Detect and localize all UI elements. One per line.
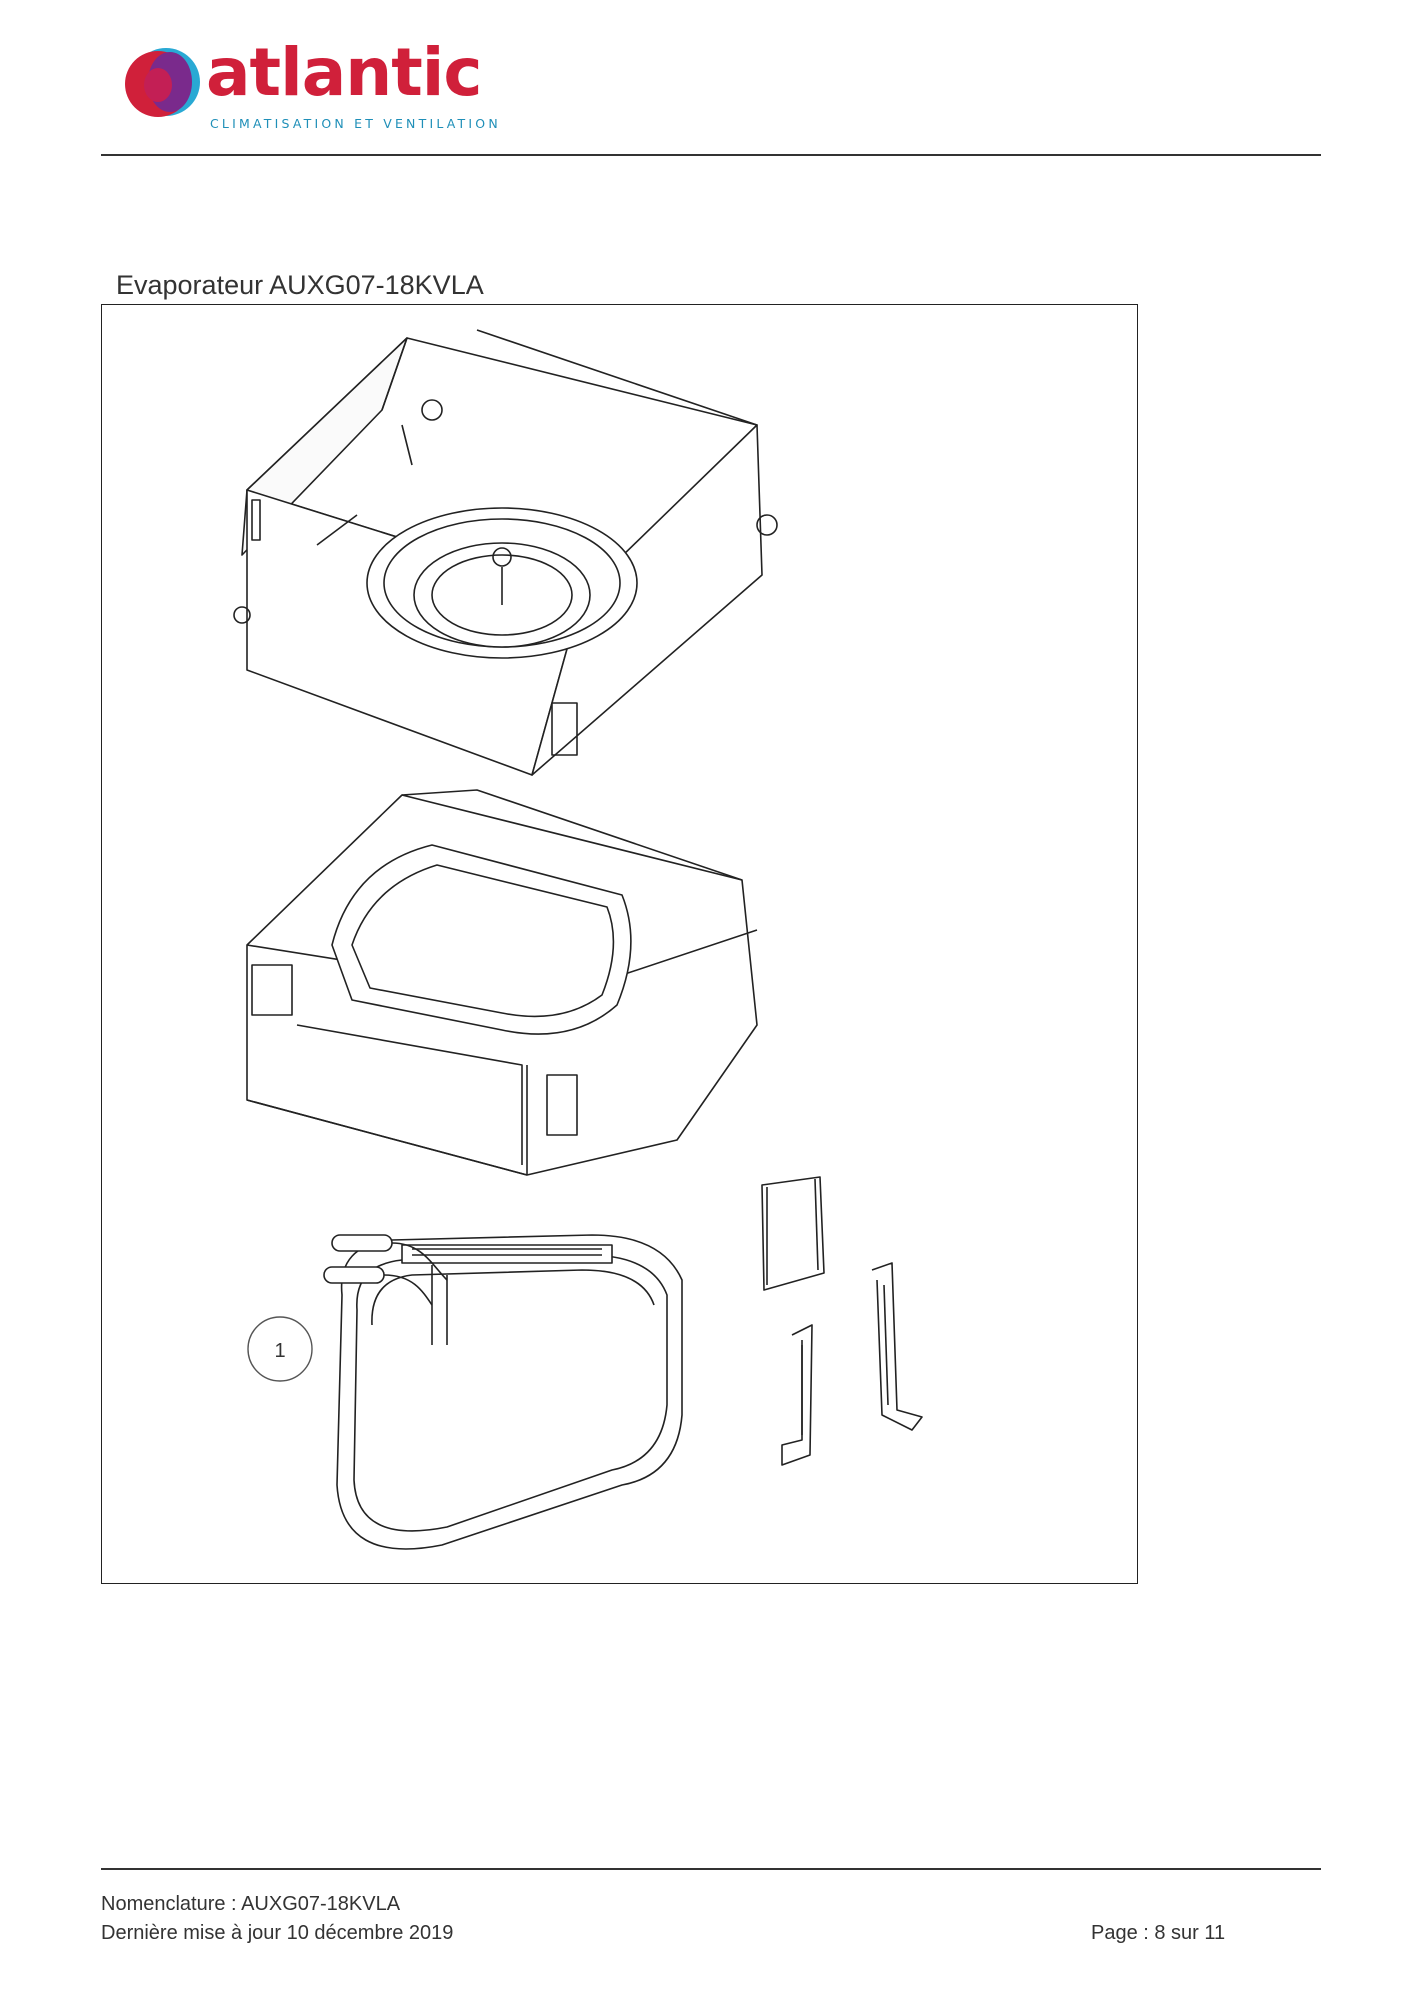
evaporator-coil	[323, 1234, 683, 1550]
mounting-plate	[761, 1176, 825, 1291]
drain-pan	[246, 789, 758, 1176]
logo-mark-icon	[125, 48, 200, 117]
atlantic-logo: atlantic CLIMATISATION ET VENTILATION	[118, 34, 498, 137]
exploded-view-svg: 1	[233, 329, 923, 1550]
copper-tubes	[323, 1234, 448, 1345]
brand-name: atlantic	[206, 34, 483, 111]
footer-nomenclature: Nomenclature : AUXG07-18KVLA	[101, 1893, 401, 1915]
footer-divider	[101, 1868, 1321, 1870]
chassis-housing	[233, 329, 778, 776]
callout-1: 1	[247, 1316, 313, 1382]
hanger-bracket-right	[871, 1262, 923, 1431]
footer-last-update: Dernière mise à jour 10 décembre 2019	[101, 1922, 454, 1944]
callout-label: 1	[274, 1340, 285, 1362]
exploded-view-drawing: 1	[101, 304, 1138, 1584]
header-divider	[101, 154, 1321, 156]
section-title: Evaporateur AUXG07-18KVLA	[116, 270, 484, 300]
hanger-bracket-left	[781, 1324, 813, 1466]
brand-tagline: CLIMATISATION ET VENTILATION	[210, 116, 501, 131]
page-number: Page : 8 sur 11	[1091, 1922, 1226, 1944]
